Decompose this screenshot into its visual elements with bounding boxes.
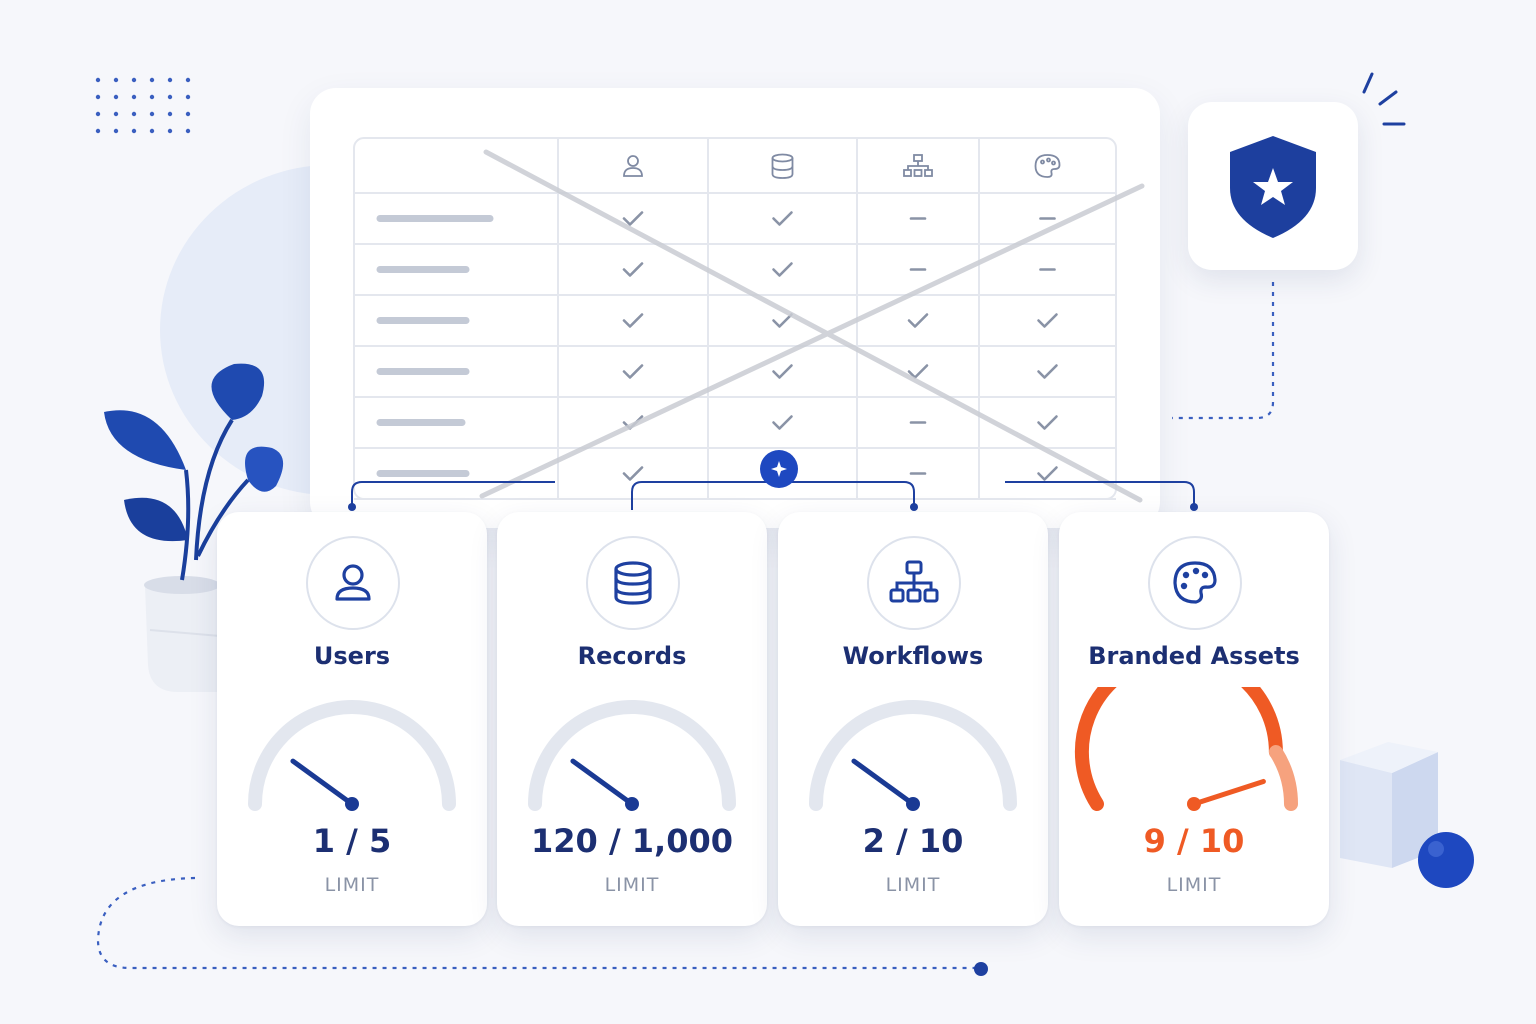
palette-icon-badge xyxy=(1148,536,1242,630)
gauge-arc xyxy=(1074,687,1283,811)
workflows-card: Workflows 2 / 10 LIMIT xyxy=(778,512,1048,926)
limit-label: LIMIT xyxy=(324,874,380,896)
check-icon xyxy=(772,415,793,430)
workflow-icon-badge xyxy=(867,536,961,630)
card-title: Records xyxy=(577,642,687,670)
cross-out-mark xyxy=(479,149,1145,503)
user-icon xyxy=(623,155,643,177)
usage-value: 120 / 1,000 xyxy=(531,822,733,860)
matrix-grid xyxy=(353,137,1117,500)
shield-connector xyxy=(1172,282,1275,420)
check-icon xyxy=(622,262,644,277)
check-icon xyxy=(1037,466,1058,481)
gauge-needle xyxy=(570,758,635,807)
card-title: Branded Assets xyxy=(1088,642,1300,670)
check-icon xyxy=(622,211,644,226)
palette-icon xyxy=(1173,561,1217,604)
check-icon xyxy=(1037,415,1058,430)
check-icon xyxy=(772,211,793,226)
feature-matrix-panel xyxy=(310,88,1160,528)
usage-value: 1 / 5 xyxy=(312,822,392,860)
gauge-needle xyxy=(290,758,355,807)
users-card: Users 1 / 5 LIMIT xyxy=(217,512,487,926)
feature-matrix xyxy=(353,137,1145,503)
limit-label: LIMIT xyxy=(604,874,660,896)
usage-gauge xyxy=(1074,687,1298,811)
card-title: Users xyxy=(313,642,391,670)
workflow-icon xyxy=(903,154,933,177)
check-icon xyxy=(1037,313,1058,328)
limit-label: LIMIT xyxy=(1166,874,1222,896)
cube-decoration xyxy=(1340,742,1438,868)
plant-pot xyxy=(144,576,221,692)
branded-assets-card: Branded Assets 9 / 10 LIMIT xyxy=(1059,512,1329,926)
gauge-pivot xyxy=(906,797,920,811)
check-icon xyxy=(772,364,793,379)
sparkle-icon xyxy=(771,461,787,477)
security-badge-card xyxy=(1188,102,1358,270)
check-icon xyxy=(622,364,644,379)
plant-illustration xyxy=(104,363,284,581)
card-title: Workflows xyxy=(842,642,984,670)
check-icon xyxy=(772,313,793,328)
gauge-arc xyxy=(1268,745,1298,811)
user-icon-badge xyxy=(306,536,400,630)
shield-star-icon xyxy=(1230,136,1316,238)
gauge-arc xyxy=(528,700,736,811)
check-icon xyxy=(622,466,644,481)
dot-grid xyxy=(95,77,191,134)
workflow-icon xyxy=(889,560,939,603)
usage-gauge xyxy=(248,700,456,811)
check-icon xyxy=(622,313,644,328)
bottom-path xyxy=(96,876,980,970)
records-card: Records 120 / 1,000 LIMIT xyxy=(497,512,767,926)
limit-label: LIMIT xyxy=(885,874,941,896)
palette-icon xyxy=(1034,154,1061,178)
database-icon-badge xyxy=(586,536,680,630)
usage-gauge xyxy=(809,700,1017,811)
check-icon xyxy=(772,262,793,277)
check-icon xyxy=(1037,364,1058,379)
check-icon xyxy=(907,313,929,328)
database-icon xyxy=(614,561,652,605)
usage-gauge xyxy=(528,700,736,811)
gauge-pivot xyxy=(1187,797,1201,811)
path-end-dot xyxy=(974,962,988,976)
database-icon xyxy=(771,153,794,179)
gauge-needle xyxy=(851,758,916,807)
gauge-pivot xyxy=(625,797,639,811)
usage-value: 2 / 10 xyxy=(862,822,964,860)
user-icon xyxy=(335,564,371,601)
signal-marks xyxy=(1362,72,1406,126)
gauge-pivot xyxy=(345,797,359,811)
usage-value: 9 / 10 xyxy=(1143,822,1245,860)
gauge-needle xyxy=(1191,778,1266,807)
gauge-arc xyxy=(809,700,1017,811)
gauge-arc xyxy=(248,700,456,811)
